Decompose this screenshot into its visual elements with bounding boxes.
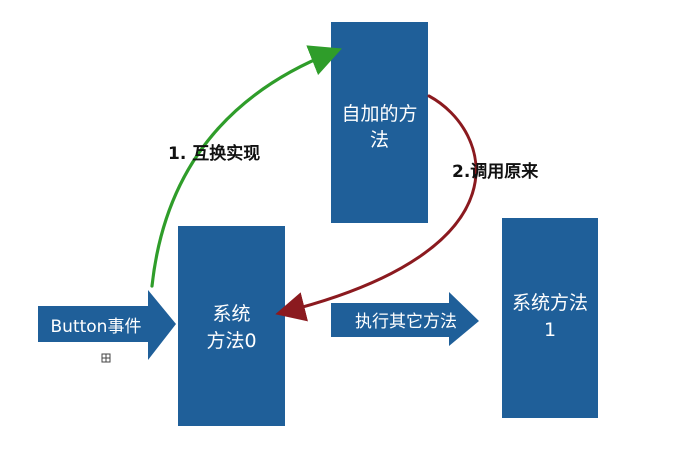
- execute-other-arrow: [331, 292, 479, 346]
- system-method1-line1: 系统方法: [512, 292, 588, 314]
- system-method0-line2: 方法0: [206, 330, 256, 352]
- button-event-arrow: [38, 290, 176, 360]
- grid-icon: [101, 353, 111, 363]
- execute-other-label: 执行其它方法: [355, 312, 457, 332]
- call-original-arrow: [275, 94, 478, 322]
- button-event-label: Button事件: [51, 317, 142, 337]
- system-method1-line2: 1: [544, 319, 556, 341]
- swap-implementation-label: 1. 互换实现: [168, 143, 260, 164]
- custom-method-box: [331, 22, 428, 223]
- custom-method-line1: 自加的方: [341, 103, 417, 125]
- system-method1-box: [502, 218, 598, 418]
- call-original-label: 2.调用原来: [452, 161, 539, 182]
- system-method0-line1: 系统: [212, 303, 250, 325]
- system-method0-box: [178, 226, 285, 426]
- custom-method-line2: 法: [370, 129, 389, 151]
- swap-implementation-arrow: [150, 45, 342, 288]
